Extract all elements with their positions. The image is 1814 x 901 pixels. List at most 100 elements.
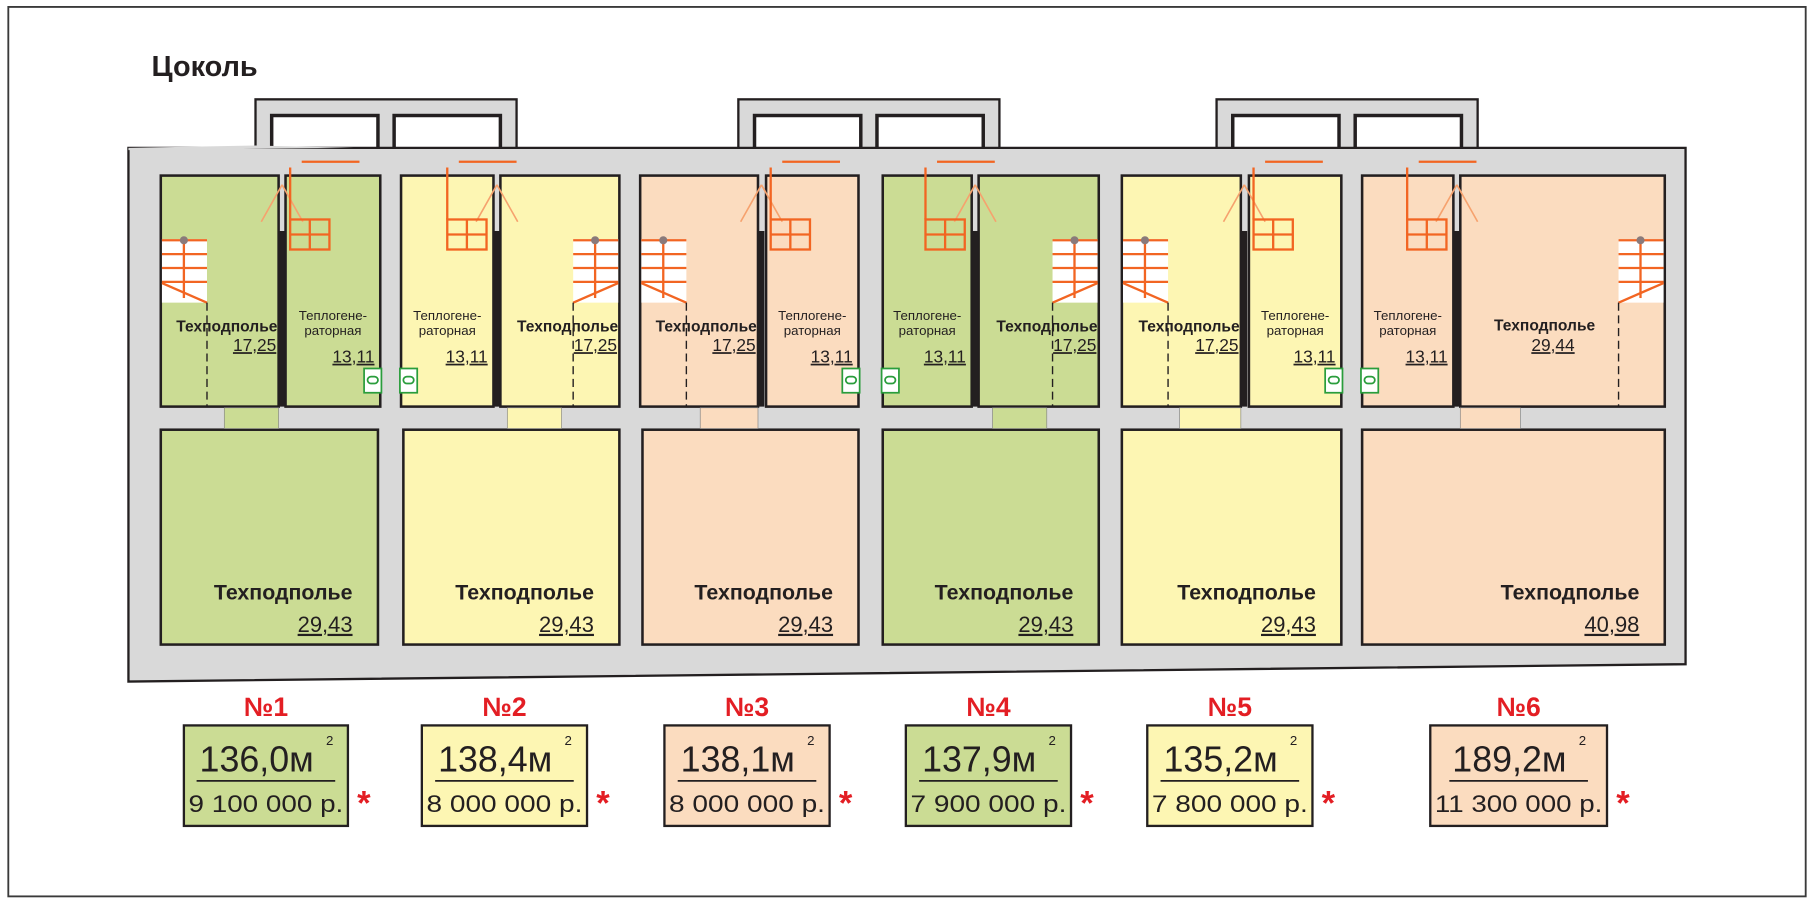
unit-number: №2 bbox=[482, 692, 526, 722]
unit-price: 9 100 000 р. bbox=[189, 791, 344, 818]
spiral-stair-icon bbox=[572, 236, 619, 407]
boiler-icon bbox=[363, 367, 383, 394]
unit-2: Теплогене-раторная13,11Техподполье17,25Т… bbox=[399, 160, 621, 646]
tech-room-top-area: 17,25 bbox=[574, 335, 617, 355]
boiler-room-area: 13,11 bbox=[811, 347, 853, 367]
boiler-room-label: Теплогене- bbox=[299, 308, 367, 323]
tech-room-top-label: Техподполье bbox=[1139, 319, 1240, 336]
price-note-asterisk: * bbox=[1322, 784, 1336, 822]
stair-center bbox=[591, 236, 600, 245]
tech-room-top-area: 17,25 bbox=[1053, 335, 1096, 355]
stair-step bbox=[572, 281, 619, 304]
boiler-room-label: Теплогене- bbox=[1374, 308, 1442, 323]
tech-room-bottom-label: Техподполье bbox=[455, 581, 594, 605]
door-swing bbox=[1435, 184, 1458, 223]
stair-step bbox=[1618, 281, 1665, 304]
unit-4: Теплогене-раторная13,11Техподполье17,25Т… bbox=[880, 160, 1101, 646]
stair-center bbox=[1140, 236, 1149, 245]
stair-step bbox=[1052, 281, 1099, 304]
stair-icon bbox=[769, 160, 841, 251]
tech-room-top-label: Техподполье bbox=[996, 319, 1097, 336]
tech-room-bottom-label: Техподполье bbox=[1501, 581, 1640, 605]
stair-center bbox=[1636, 236, 1645, 245]
tech-room-bottom-area: 40,98 bbox=[1584, 612, 1639, 637]
tech-room-bottom-area: 29,43 bbox=[539, 612, 594, 637]
stairwell-opening bbox=[1353, 113, 1464, 152]
boiler-room-label: Теплогене- bbox=[1261, 308, 1329, 323]
price-note-asterisk: * bbox=[596, 784, 610, 822]
boiler-room-area: 13,11 bbox=[1406, 347, 1448, 367]
boiler-room-label: раторная bbox=[304, 323, 361, 338]
floor-title: Цоколь bbox=[152, 51, 258, 83]
boiler-box bbox=[1360, 367, 1380, 394]
unit-area-superscript: 2 bbox=[1579, 733, 1586, 748]
unit-area: 189,2м bbox=[1452, 740, 1566, 780]
unit-area-superscript: 2 bbox=[1049, 733, 1056, 748]
unit-price: 8 000 000 р. bbox=[426, 791, 582, 818]
door-opening bbox=[1459, 407, 1521, 429]
unit-area: 138,4м bbox=[438, 740, 552, 780]
boiler-room-area: 13,11 bbox=[1294, 347, 1336, 367]
door-swing bbox=[953, 184, 976, 223]
unit-summary-box bbox=[904, 724, 1073, 828]
unit-summary-box bbox=[182, 724, 350, 828]
door-swing bbox=[739, 184, 763, 223]
boiler-icon bbox=[399, 367, 419, 394]
tech-room-bottom bbox=[881, 428, 1101, 646]
stair-center bbox=[1070, 236, 1079, 245]
boiler-icon bbox=[880, 367, 900, 394]
tech-room-bottom-label: Техподполье bbox=[935, 581, 1074, 605]
door-swing bbox=[260, 184, 283, 223]
unit-summary-1: №1 136,0м 2 9 100 000 р. * bbox=[182, 692, 371, 828]
boiler-symbol bbox=[844, 375, 858, 385]
stair-step bbox=[161, 281, 208, 304]
tech-room-top-label: Техподполье bbox=[656, 319, 757, 336]
boiler-symbol bbox=[884, 375, 897, 385]
boiler-room-label: раторная bbox=[1379, 323, 1436, 338]
unit-summary-box bbox=[420, 724, 589, 828]
unit-price: 7 900 000 р. bbox=[910, 791, 1066, 818]
tech-room-bottom bbox=[641, 428, 860, 646]
unit-area: 136,0м bbox=[200, 740, 314, 780]
tech-room-top-area: 17,25 bbox=[1195, 335, 1238, 355]
tech-room-bottom-label: Техподполье bbox=[694, 581, 833, 605]
unit-number: №6 bbox=[1496, 692, 1540, 722]
unit-price: 11 300 000 р. bbox=[1435, 791, 1602, 818]
unit-summary-box bbox=[663, 724, 831, 828]
boiler-room-label: Теплогене- bbox=[413, 308, 481, 323]
tech-room-bottom bbox=[1120, 428, 1343, 646]
price-note-asterisk: * bbox=[357, 784, 371, 822]
boiler-box bbox=[399, 367, 419, 394]
stairwell-opening bbox=[1231, 113, 1341, 152]
boiler-room-label: Теплогене- bbox=[778, 308, 846, 323]
unit-5: Теплогене-раторная13,11Техподполье17,25Т… bbox=[1120, 160, 1344, 646]
tech-room-top-label: Техподполье bbox=[176, 319, 277, 336]
boiler-icon bbox=[1324, 367, 1344, 394]
boiler-icon bbox=[1360, 367, 1380, 394]
boiler-symbol bbox=[1327, 375, 1340, 385]
stair-icon bbox=[924, 160, 995, 251]
stair-step bbox=[640, 281, 687, 304]
unit-area-superscript: 2 bbox=[326, 733, 333, 748]
door-swing bbox=[496, 184, 519, 223]
boiler-room-label: раторная bbox=[899, 323, 956, 338]
tech-room-top-label: Техподполье bbox=[1494, 317, 1595, 334]
tech-room-bottom bbox=[1360, 428, 1667, 646]
door-swing bbox=[281, 184, 304, 223]
boiler-room-label: раторная bbox=[419, 323, 476, 338]
boiler-room-label: раторная bbox=[1267, 323, 1324, 338]
price-note-asterisk: * bbox=[1616, 784, 1630, 822]
unit-area-superscript: 2 bbox=[565, 733, 572, 748]
tech-room-bottom-area: 29,43 bbox=[778, 612, 833, 637]
stairwell-opening bbox=[392, 113, 503, 152]
stair-icon bbox=[446, 160, 517, 251]
tech-room-top-area: 17,25 bbox=[233, 335, 276, 355]
boiler-box bbox=[363, 367, 383, 394]
door-swing bbox=[1222, 184, 1246, 223]
price-note-asterisk: * bbox=[839, 784, 853, 822]
unit-number: №1 bbox=[244, 692, 289, 722]
unit-summary-box bbox=[1146, 724, 1314, 828]
boiler-box bbox=[1324, 367, 1344, 394]
